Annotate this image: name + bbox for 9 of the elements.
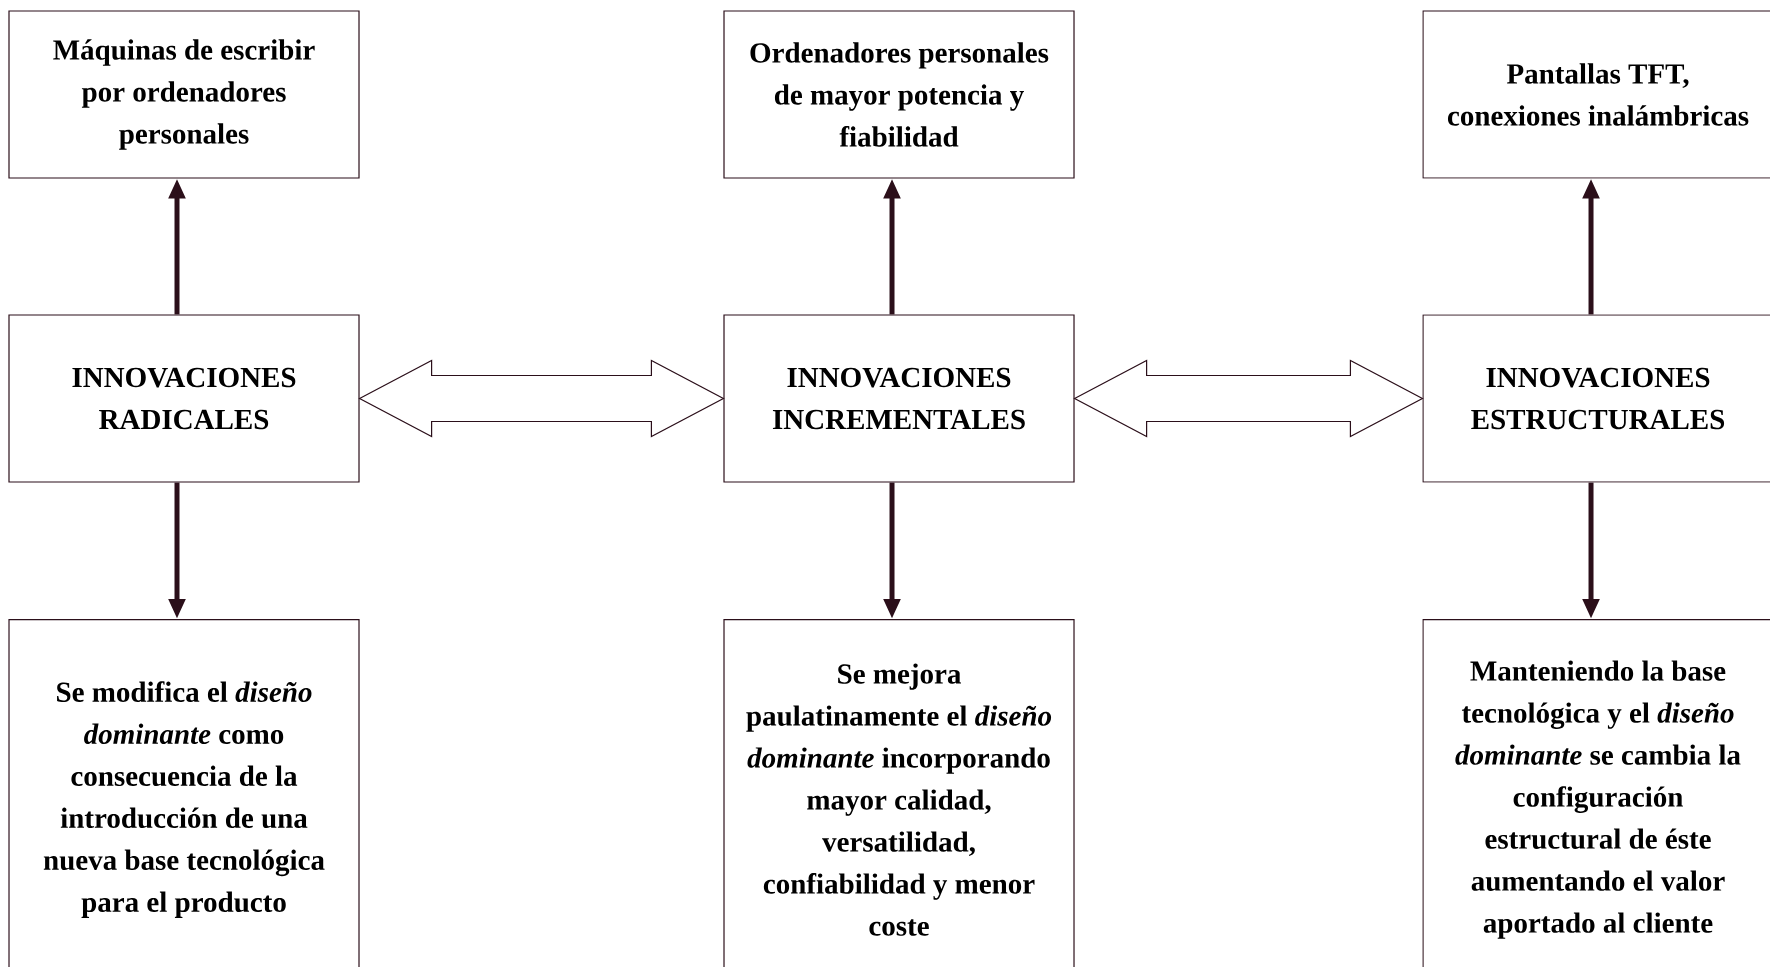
result-box: Pantallas TFT, conexiones inalámbricas — [1422, 10, 1770, 179]
result-box: Máquinas de escribir por ordenadores personales — [8, 10, 360, 179]
category-box: INNOVACIONES ESTRUCTURALES — [1422, 314, 1770, 483]
category-box: INNOVACIONES INCREMENTALES — [723, 314, 1075, 483]
description-box: Manteniendo la base tecnológica y el diseño dominante se cambia la configuración estructural de éste aumentando el valor aportado al cliente — [1422, 619, 1770, 967]
description-box: Se modifica el diseño dominante como consecuencia de la introducción de una nueva base tecnológica para el producto — [8, 619, 360, 967]
result-box: Ordenadores personales de mayor potencia y fiabilidad — [723, 10, 1075, 179]
category-box: INNOVACIONES RADICALES — [8, 314, 360, 483]
description-box: Se mejora paulatinamente el diseño dominante incorporando mayor calidad, versatilidad, confiabilidad y menor coste — [723, 619, 1075, 967]
